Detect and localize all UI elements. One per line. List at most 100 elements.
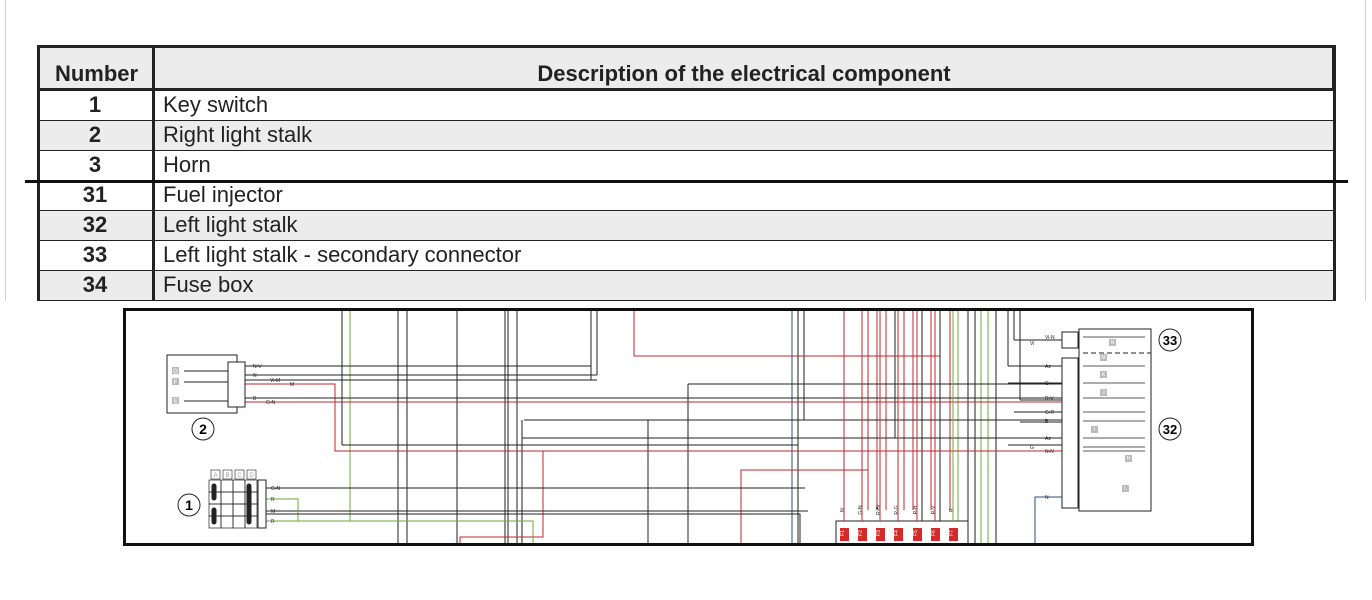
table-row: 34 Fuse box bbox=[37, 271, 1335, 301]
wire-label: M bbox=[271, 509, 275, 515]
wire-label: N-N bbox=[1045, 449, 1054, 455]
wire-label: G bbox=[1030, 445, 1034, 451]
switch-letter: H bbox=[1127, 456, 1131, 462]
component-32-marker bbox=[1158, 417, 1182, 441]
switch-letter-box bbox=[1100, 371, 1107, 378]
table-row: 3 Horn bbox=[37, 151, 1335, 181]
key-column-label: A bbox=[213, 473, 217, 479]
left-stalk-connector bbox=[1061, 357, 1079, 509]
switch-letter-box bbox=[1091, 426, 1098, 433]
wire bbox=[633, 309, 940, 357]
key-column-box bbox=[210, 469, 221, 480]
diagram-frame bbox=[123, 308, 1254, 546]
switch-letter: K bbox=[1102, 372, 1106, 378]
row-description: Fuel injector bbox=[163, 182, 283, 207]
fuse-wire-label: R-B bbox=[913, 505, 919, 514]
fuse-wire-label: N bbox=[840, 508, 846, 512]
wire-label: N bbox=[1045, 495, 1049, 501]
table-row: 31 Fuel injector bbox=[37, 181, 1335, 211]
fuse bbox=[949, 528, 958, 541]
wire-label: Az bbox=[1045, 436, 1051, 442]
row-number: 31 bbox=[82, 182, 108, 207]
switch-letter-box bbox=[1100, 389, 1107, 396]
wire-label: B bbox=[253, 396, 257, 402]
fuse-label: F2 bbox=[858, 530, 864, 536]
header-number: Number bbox=[54, 61, 139, 86]
fuse-label: F3 bbox=[876, 530, 882, 536]
wire-label: M bbox=[290, 382, 294, 388]
switch-letter: E bbox=[173, 399, 177, 405]
row-description: Left light stalk - secondary connector bbox=[163, 242, 522, 267]
fuse-wire-label: R-G bbox=[894, 505, 900, 514]
wire bbox=[266, 513, 801, 543]
fuse bbox=[858, 528, 867, 541]
wire-label: Az bbox=[1045, 364, 1051, 370]
switch-letter: G bbox=[173, 369, 178, 375]
key-column-box bbox=[246, 469, 257, 480]
switch-letter-box bbox=[1125, 455, 1132, 462]
component-33-marker bbox=[1158, 328, 1182, 352]
fuse-wire-label: G-N bbox=[858, 505, 864, 515]
wire bbox=[1034, 496, 1062, 543]
switch-letter: M bbox=[1101, 355, 1105, 361]
fuse bbox=[840, 528, 849, 541]
switch-letter: I bbox=[1094, 427, 1095, 433]
switch-letter-box bbox=[172, 378, 179, 385]
fuse-label: F6 bbox=[931, 530, 937, 536]
row-description: Horn bbox=[163, 152, 211, 177]
key-switch-connector bbox=[257, 479, 267, 529]
wire-label: Vi-N bbox=[1045, 335, 1055, 341]
wire-label: G-R bbox=[1045, 410, 1055, 416]
wire-label: Vi bbox=[1030, 341, 1034, 347]
wires bbox=[245, 309, 1062, 543]
fuse-label: F1 bbox=[840, 530, 846, 536]
row-number: 1 bbox=[88, 92, 102, 117]
row-number: 3 bbox=[88, 152, 102, 177]
wire-label: G bbox=[1045, 381, 1049, 387]
row-number: 34 bbox=[82, 272, 108, 297]
key-column-label: D bbox=[249, 473, 254, 479]
wire-label: B bbox=[1045, 419, 1049, 425]
fuse-wire-label: R bbox=[949, 508, 955, 512]
fuse-wire-label: R-Bl bbox=[876, 505, 882, 515]
table-row: 33 Left light stalk - secondary connector bbox=[37, 241, 1335, 271]
table-border-right bbox=[1333, 45, 1336, 301]
wire-label: G-N bbox=[271, 486, 281, 492]
right-light-stalk: GFE 2 bbox=[166, 354, 246, 441]
fuse bbox=[894, 528, 903, 541]
fuse-wire-label: R-V bbox=[931, 505, 937, 514]
fuse-label: F4 bbox=[894, 530, 900, 536]
row-description: Right light stalk bbox=[163, 122, 313, 147]
switch-letter-box bbox=[1122, 485, 1129, 492]
switch-letter: J bbox=[1102, 390, 1105, 396]
row-number: 32 bbox=[82, 212, 108, 237]
component-1-label: 1 bbox=[185, 497, 193, 513]
row-description: Fuse box bbox=[163, 272, 254, 297]
table-header: Number Description of the electrical com… bbox=[37, 45, 1335, 91]
key-column-box bbox=[234, 469, 245, 480]
key-column-label: C bbox=[237, 473, 242, 479]
switch-letter-box bbox=[172, 367, 179, 374]
row-number: 33 bbox=[82, 242, 108, 267]
right-stalk-connector bbox=[227, 361, 246, 408]
wire-label: R-V bbox=[1045, 396, 1054, 402]
switch-letter: L bbox=[1124, 486, 1127, 492]
table-column-divider bbox=[152, 45, 155, 301]
switch-letter-box bbox=[172, 397, 179, 404]
section-cut-line bbox=[25, 180, 1348, 183]
header-description: Description of the electrical component bbox=[537, 61, 951, 86]
page-edge-right bbox=[1365, 0, 1366, 301]
left-stalk-body bbox=[1078, 328, 1152, 512]
switch-letter: N bbox=[1111, 340, 1115, 346]
key-column-box bbox=[222, 469, 233, 480]
component-2-label: 2 bbox=[199, 421, 207, 437]
fuse-label: F7 bbox=[949, 530, 955, 536]
fuse bbox=[913, 528, 922, 541]
wire bbox=[245, 383, 1062, 452]
